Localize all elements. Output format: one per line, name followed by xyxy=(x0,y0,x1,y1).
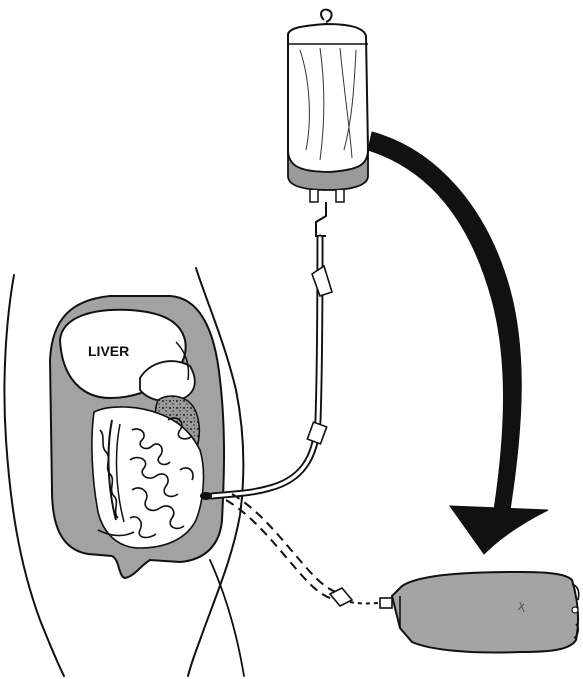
drainage-bag xyxy=(392,572,579,653)
catheter-tip-icon xyxy=(200,492,212,500)
flow-direction-arrow xyxy=(368,132,521,510)
outflow-connector xyxy=(330,588,392,608)
hanger-hook-icon xyxy=(321,10,332,22)
roller-clamp-icon xyxy=(312,266,332,296)
hang-hole-icon xyxy=(572,607,578,613)
tube-connector-icon xyxy=(307,422,326,444)
liver-label: LIVER xyxy=(88,343,129,359)
outflow-tubing xyxy=(226,494,346,600)
dialysate-bag-full xyxy=(288,10,368,202)
flow-arrow-head-icon xyxy=(450,506,548,554)
